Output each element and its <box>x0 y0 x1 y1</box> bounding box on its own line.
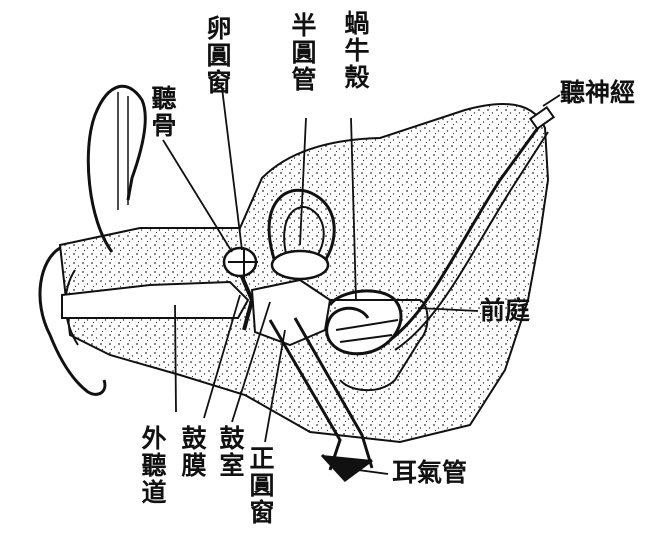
label-oval-window: 卵圓窗 <box>205 15 230 96</box>
label-vestibule: 前庭 <box>480 298 530 323</box>
label-round-window: 正圓窗 <box>248 445 273 526</box>
label-semicircular-canals: 半圓管 <box>290 12 315 93</box>
label-cochlea: 蝸牛殼 <box>343 10 368 91</box>
label-ossicles: 聽骨 <box>150 85 175 139</box>
label-tympanic-cavity: 鼓室 <box>218 425 243 479</box>
label-auditory-nerve: 聽神經 <box>560 80 635 105</box>
pinna <box>88 86 145 252</box>
label-external-canal: 外聽道 <box>140 425 165 506</box>
label-eardrum: 鼓膜 <box>180 425 205 479</box>
label-eustachian-tube: 耳氣管 <box>392 460 467 485</box>
